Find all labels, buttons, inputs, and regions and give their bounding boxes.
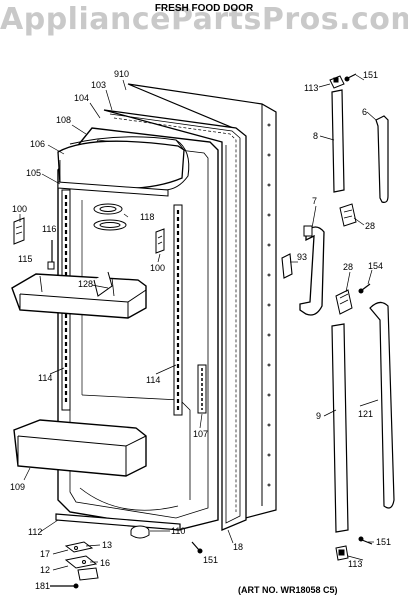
mount-28-mid [335, 289, 353, 315]
callout-28-mid: 28 [343, 262, 353, 272]
callout-151-right: 151 [376, 537, 391, 547]
callout-17: 17 [40, 549, 50, 559]
callout-16: 16 [100, 558, 110, 568]
bracket-100-left [13, 217, 25, 245]
callout-113-bottom: 113 [348, 559, 362, 569]
hinge-parts-12-13-16-17 [64, 541, 99, 581]
door-bin-128 [11, 271, 147, 319]
callout-12: 12 [40, 565, 50, 575]
watermark: AppliancePartsPros.com [0, 2, 408, 37]
clip-116 [47, 240, 55, 270]
callout-100-right: 100 [150, 263, 165, 273]
door-bin-109 [13, 419, 147, 477]
callout-108: 108 [56, 115, 71, 125]
callout-9: 9 [316, 411, 321, 421]
callout-106: 106 [30, 139, 45, 149]
screw-154 [358, 283, 371, 294]
callout-110: 110 [171, 526, 185, 536]
egg-tray-118 [93, 203, 127, 231]
callout-113-top: 113 [304, 83, 318, 93]
callout-13: 13 [102, 540, 112, 550]
callout-114-right: 114 [146, 375, 160, 385]
callout-7: 7 [312, 196, 317, 206]
screw-151-bottom [191, 541, 203, 554]
callout-107: 107 [193, 429, 208, 439]
art-number: (ART NO. WR18058 C5) [238, 585, 338, 595]
bottom-trim-112 [55, 513, 181, 531]
handle-bar-9 [331, 323, 349, 533]
callout-118: 118 [140, 212, 154, 222]
bracket-100-right [155, 228, 165, 254]
callout-112: 112 [28, 527, 42, 537]
handle-trim-121 [369, 301, 395, 509]
screw-181 [50, 583, 79, 589]
end-cap-113-top [329, 75, 345, 89]
end-cap-113-bottom [335, 545, 349, 561]
diagram-title: FRESH FOOD DOOR [154, 3, 254, 14]
callout-151-bottom: 151 [203, 555, 218, 565]
callout-910: 910 [114, 69, 129, 79]
callout-115: 115 [18, 254, 32, 264]
cap-110 [130, 525, 150, 539]
callout-6: 6 [362, 107, 367, 117]
callout-128-bin: 128 [78, 279, 93, 289]
dairy-compartment-106 [57, 136, 190, 191]
handle-bar-8 [331, 89, 345, 193]
handle-trim-6 [375, 115, 389, 203]
callout-116: 116 [42, 224, 56, 234]
callout-181: 181 [35, 581, 50, 591]
handle-7 [299, 225, 325, 316]
callout-104: 104 [74, 93, 89, 103]
callout-labels: 910 103 104 108 106 105 100 116 115 118 … [10, 69, 391, 591]
insert-93 [281, 253, 293, 279]
dairy-door-lip-105 [57, 181, 169, 197]
shelf-rail-right [173, 204, 183, 416]
callout-28-top: 28 [365, 221, 375, 231]
leader-lines [19, 74, 379, 571]
screw-151-top [344, 73, 357, 82]
callout-103: 103 [91, 80, 106, 90]
screw-151-right [358, 536, 373, 545]
callout-18: 18 [233, 542, 243, 552]
mount-28-top [339, 203, 357, 227]
callout-105: 105 [26, 168, 41, 178]
callout-8: 8 [313, 131, 318, 141]
callout-154: 154 [368, 261, 383, 271]
callout-100-left: 100 [12, 204, 27, 214]
door-gasket [103, 109, 247, 531]
callout-93: 93 [297, 252, 307, 262]
callout-151-top: 151 [363, 70, 378, 80]
callout-114-left: 114 [38, 373, 52, 383]
callout-109: 109 [10, 482, 25, 492]
callout-121: 121 [358, 409, 373, 419]
strip-107 [197, 364, 207, 414]
